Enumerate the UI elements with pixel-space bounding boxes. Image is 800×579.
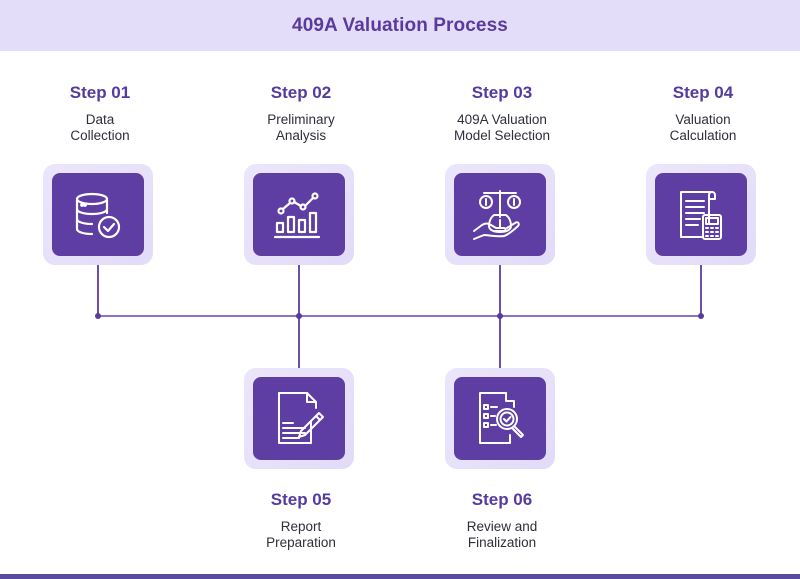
step-label: Step 02 [270,83,332,102]
connector-dot [698,313,704,319]
step-05-tile [244,368,354,469]
header-banner: 409A Valuation Process [0,0,800,51]
step-label: Step 06 [471,490,533,509]
hand-money-scale-icon [473,189,521,240]
step-label: Step 04 [672,83,734,102]
database-check-icon [75,192,121,238]
step-02-tile [244,164,354,265]
step-01-tile [43,164,153,265]
connector-vertical-01 [97,265,99,316]
document-calculator-icon [680,190,722,240]
connector-dot [497,313,503,319]
step-label: Step 05 [270,490,332,509]
step-label: Step 01 [69,83,131,102]
page-title: 409A Valuation Process [292,14,508,36]
connector-horizontal [98,315,702,317]
connector-vertical-04 [700,265,702,316]
step-label: Step 03 [471,83,533,102]
connector-dot [95,313,101,319]
connector-dot [296,313,302,319]
step-04-tile [646,164,756,265]
checklist-magnifier-icon [479,391,524,444]
bar-chart-trend-icon [273,191,321,238]
document-pen-icon [278,391,324,444]
step-03-tile [445,164,555,265]
step-06-tile [445,368,555,469]
footer-divider [0,574,800,579]
